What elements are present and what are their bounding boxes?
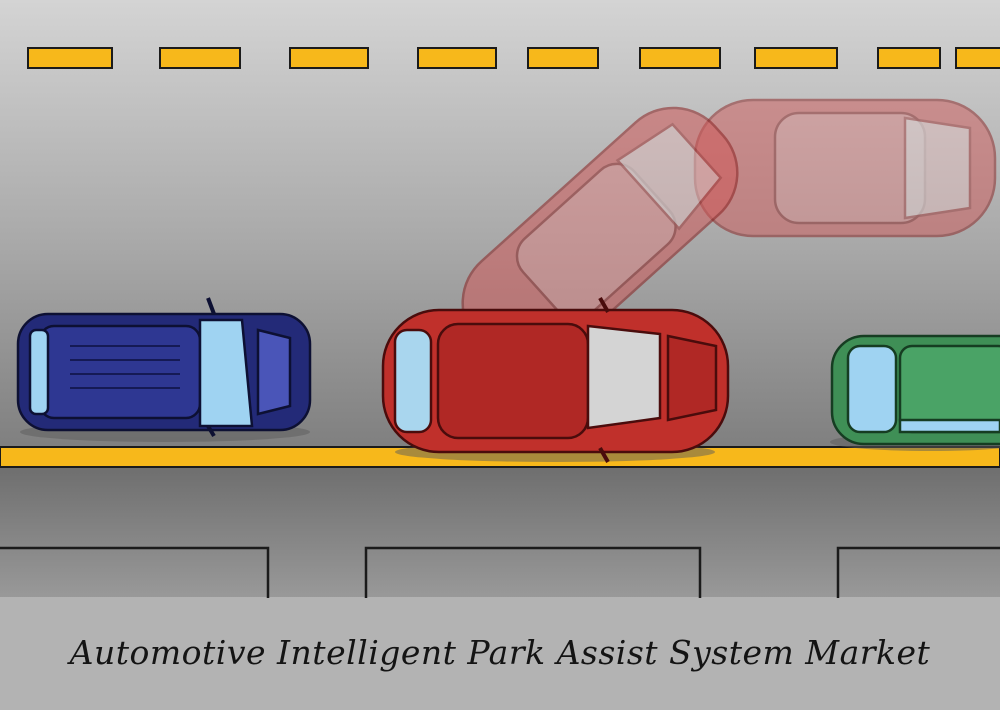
parking-bays	[0, 546, 1000, 598]
lower-road	[0, 466, 1000, 598]
caption-title: Automotive Intelligent Park Assist Syste…	[69, 632, 931, 672]
center-lane-dashes	[27, 47, 1000, 69]
blue-suv-icon	[16, 297, 312, 442]
ghost-car-icon	[693, 98, 997, 238]
red-hatchback-icon	[381, 297, 730, 463]
ghost-car-icon	[461, 106, 739, 370]
sidewalk	[0, 597, 1000, 710]
green-car-icon	[830, 334, 1000, 451]
